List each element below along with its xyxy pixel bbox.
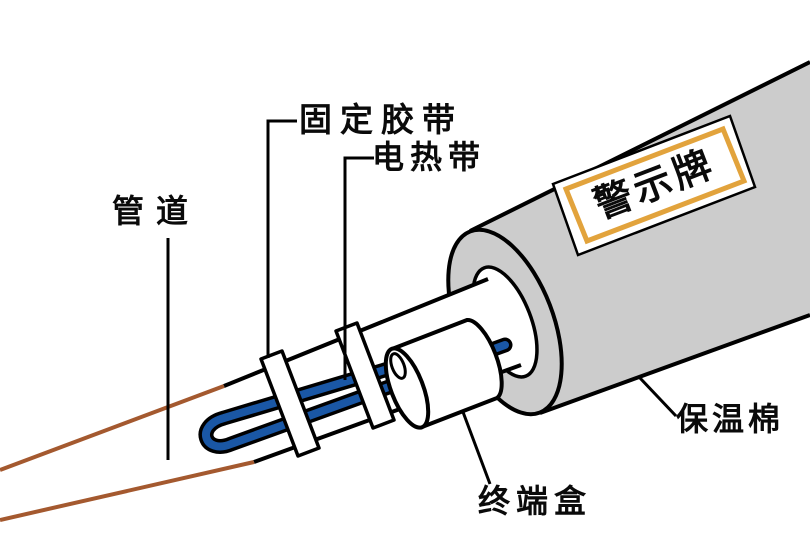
- fixing-tape-band-2: [334, 321, 396, 430]
- insulation-top-edge: [469, 60, 810, 233]
- leader-line-heating-cable: [343, 156, 374, 380]
- label-heating-cable: 电热带: [372, 139, 487, 175]
- pipe-bare-bottom-line: [0, 460, 255, 522]
- fixing-tape-band-1: [259, 349, 321, 458]
- warning-sign-plate: [551, 114, 757, 257]
- insulation-bottom-edge: [539, 313, 810, 415]
- leader-line-terminal-box: [461, 411, 492, 485]
- leader-line-insulation: [638, 376, 678, 418]
- label-fixing-tape: 固定胶带: [299, 101, 463, 138]
- leader-line-fixing-tape: [266, 119, 297, 358]
- terminal-box-cable-entry: [389, 352, 407, 380]
- warning-sign-border: [562, 125, 748, 245]
- heating-cable: [202, 341, 509, 451]
- label-insulation: 保温棉: [676, 401, 785, 437]
- label-terminal-box: 终端盒: [478, 483, 593, 519]
- label-pipe: 管道: [112, 193, 201, 229]
- pipe-bare-top-line: [0, 384, 225, 472]
